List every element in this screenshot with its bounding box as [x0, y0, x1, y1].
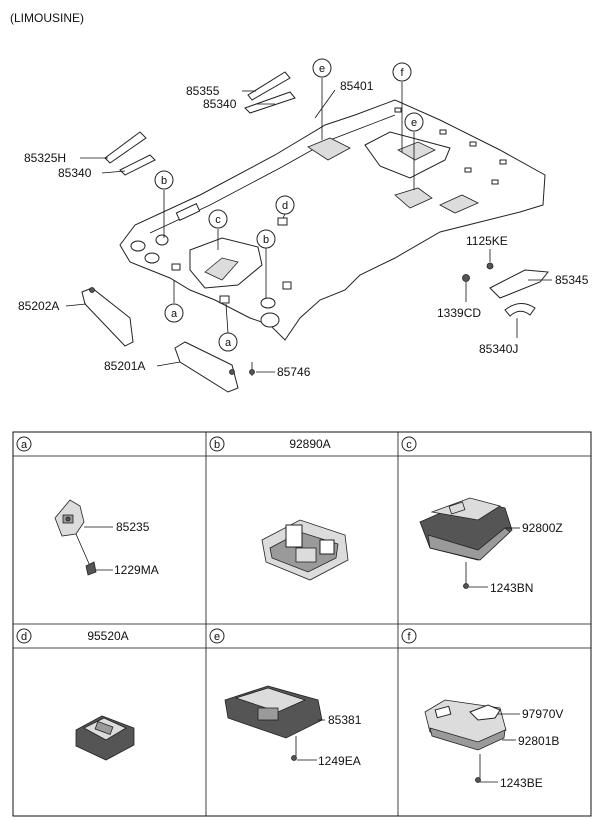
cell-f-bracket-97970V: [469, 704, 501, 721]
label-1125KE: 1125KE: [466, 234, 508, 248]
svg-text:d: d: [21, 631, 27, 643]
sun-visor-85202A: [81, 287, 134, 347]
label-85340J: 85340J: [479, 342, 518, 356]
svg-text:c: c: [215, 214, 221, 226]
svg-text:f: f: [400, 67, 404, 79]
headliner-85401: [119, 99, 546, 341]
svg-text:a: a: [171, 308, 178, 320]
svg-text:95520A: 95520A: [87, 629, 128, 643]
table-header-d: d 95520A: [16, 628, 129, 644]
cell-e-screw-1249EA: [291, 736, 297, 761]
label-85201A: 85201A: [104, 359, 145, 373]
callout-b-1: b: [154, 170, 174, 190]
svg-text:a: a: [21, 439, 28, 451]
svg-text:e: e: [214, 631, 220, 643]
svg-text:d: d: [282, 200, 288, 212]
cell-f-label-97970V: 97970V: [522, 707, 563, 721]
cell-c-lamp-92800Z: [419, 497, 513, 561]
svg-text:a: a: [225, 337, 232, 349]
label-85325H: 85325H: [24, 151, 66, 165]
cell-a-label-85235: 85235: [116, 520, 150, 534]
label-85355: 85355: [186, 84, 220, 98]
cell-a-screw-1229MA: [75, 533, 97, 576]
bracket-85345: [489, 269, 549, 299]
svg-text:e: e: [411, 117, 417, 129]
cell-e-label-1249EA: 1249EA: [318, 754, 361, 768]
cell-c-label-1243BN: 1243BN: [490, 581, 533, 595]
cell-f-label-92801B: 92801B: [518, 734, 559, 748]
svg-text:f: f: [407, 631, 411, 643]
label-85202A: 85202A: [18, 299, 59, 313]
callout-a-1: a: [164, 303, 184, 323]
cell-d-switch-95520A: [75, 715, 135, 761]
svg-text:b: b: [214, 439, 220, 451]
label-1339CD: 1339CD: [437, 306, 481, 320]
label-85340-left: 85340: [58, 166, 92, 180]
callout-f-1: f: [392, 62, 412, 82]
bolt-1125KE: [486, 262, 494, 270]
cell-c-screw-1243BN: [463, 562, 469, 589]
nut-1339CD: [462, 274, 470, 282]
grab-handle-85325H: [104, 131, 147, 164]
screw-85746: [249, 362, 255, 376]
svg-text:b: b: [161, 175, 167, 187]
grab-handle-cover-85340-left: [119, 154, 156, 176]
table-header-f: f: [401, 628, 417, 644]
table-header-b: b 92890A: [209, 436, 331, 452]
cover-85340J: [504, 303, 536, 317]
leader-lines: [65, 78, 552, 373]
label-85746: 85746: [277, 365, 311, 379]
cell-e-label-85381: 85381: [328, 713, 362, 727]
cell-a-label-1229MA: 1229MA: [114, 563, 159, 577]
callout-b-2: b: [256, 229, 276, 249]
label-85401: 85401: [340, 79, 374, 93]
diagram-title: (LIMOUSINE): [10, 11, 84, 25]
grab-handle-85355: [247, 71, 291, 101]
svg-text:92890A: 92890A: [289, 437, 330, 451]
svg-text:b: b: [263, 234, 269, 246]
cell-a-bracket-85235: [54, 499, 85, 537]
table-header-c: c: [401, 436, 417, 452]
table-header-a: a: [16, 436, 32, 452]
table-header-e: e: [209, 628, 225, 644]
cell-b-part-92890A: [261, 519, 349, 581]
grab-handle-cover-85340-top: [244, 91, 296, 114]
cell-c-label-92800Z: 92800Z: [522, 521, 563, 535]
callout-c-1: c: [208, 209, 228, 229]
callout-e-2: e: [404, 112, 424, 132]
svg-text:e: e: [319, 63, 325, 75]
cell-f-screw-1243BE: [475, 754, 481, 783]
callout-d-1: d: [275, 195, 295, 215]
svg-text:c: c: [406, 439, 412, 451]
label-85345: 85345: [555, 273, 589, 287]
label-85340-top: 85340: [203, 97, 237, 111]
cell-e-lamp-85381: [224, 685, 323, 739]
parts-table: [12, 431, 592, 817]
callout-e-1: e: [312, 58, 332, 78]
cell-f-label-1243BE: 1243BE: [500, 776, 543, 790]
callout-a-2: a: [218, 332, 238, 352]
